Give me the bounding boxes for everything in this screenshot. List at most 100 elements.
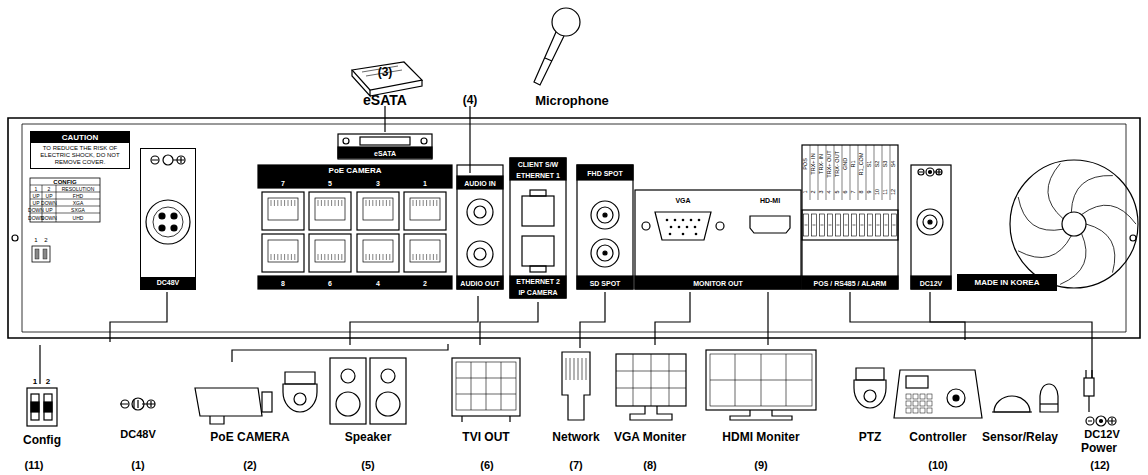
callout-number: (9) [754,460,767,471]
part-label: AUDIO OUT [460,280,499,287]
panel-detail [416,200,417,206]
panel-detail [1071,176,1113,213]
panel-detail [341,200,342,206]
part-label: MONITOR OUT [693,280,743,287]
part-label: eSATA [374,150,396,157]
part-label: S4 [891,161,897,168]
panel-detail [369,200,370,206]
panel-detail [868,214,873,236]
panel-detail [869,225,872,226]
part-label: eSATA [363,93,407,107]
panel-detail [906,394,911,399]
part-label: HD-MI [760,197,780,204]
panel-detail [812,214,817,236]
panel-detail [436,200,437,206]
panel-detail [389,254,390,260]
part-label: 11 [883,189,889,195]
panel-detail [829,225,832,226]
part-label: CLIENT S/W [518,161,558,168]
part-label: PTZ [859,431,882,443]
callout-number: (2) [243,460,256,471]
part-label: 8 [859,190,865,193]
panel-detail [413,254,414,260]
panel-detail [309,234,351,272]
panel-detail [291,200,292,206]
panel-detail [920,408,925,413]
panel-detail [288,200,289,206]
panel-detail [906,408,911,413]
part-label: UHD [73,215,84,220]
panel-detail [413,200,414,206]
part-label: IP CAMERA [518,289,557,296]
panel-detail [1082,205,1137,224]
part-label: Sensor/Relay [982,431,1058,443]
badge: MADE IN KOREA [957,274,1057,291]
panel-detail [433,200,434,206]
part-label: DOWN [28,207,44,212]
panel-detail [861,225,864,226]
part-label: TRX- IN [819,154,825,174]
part-label: POS [803,158,809,170]
panel-detail [335,200,336,206]
panel-detail [369,254,370,260]
panel-detail [389,200,390,206]
part-label: ETHERNET 2 [516,278,560,285]
box-heading: CAUTION [31,132,129,143]
part-label: 6 [328,280,332,287]
panel-detail [893,225,896,226]
panel-detail [386,200,387,206]
part-label: 1 [35,186,38,191]
panel-detail [383,254,384,260]
part-label: 2 [44,237,47,243]
part-label: Network [552,431,599,443]
panel-detail [426,200,427,206]
part-label: R1 [851,160,857,167]
part-label: DC12V [920,280,943,287]
part-label: 2 [46,378,50,386]
panel-detail [328,254,329,260]
part-label: FHD [73,193,83,198]
panel-detail [271,200,272,206]
panel-detail [357,234,399,272]
panel-detail [836,214,841,236]
panel-detail [318,254,319,260]
connector-box: DC48V [140,148,196,290]
panel-detail [376,200,377,206]
panel-detail [927,394,932,399]
part-label: DOWN [41,200,57,205]
panel-detail [913,401,918,406]
part-label: 1 [803,190,809,193]
part-label: PoE CAMERA [210,431,289,443]
callout-number: (12) [1090,460,1110,471]
part-label: AUDIO IN [464,180,496,187]
part-label: UP [46,193,53,198]
panel-detail [274,254,275,260]
panel-detail [419,200,420,206]
panel-detail [321,254,322,260]
panel-detail [321,200,322,206]
part-label: S2 [875,161,881,168]
part-label: HDMI Moniter [722,431,799,443]
part-label: DC12V [1084,429,1119,440]
part-label: UP [33,193,40,198]
part-label: TRX- OUT [835,151,841,177]
panel-detail [1048,164,1063,219]
panel-detail [288,254,289,260]
part-label: GND [843,158,849,170]
part-label: 2 [423,280,427,287]
panel-detail [853,225,856,226]
part-label: UP [46,207,53,212]
panel-detail [426,254,427,260]
panel-detail [423,254,424,260]
part-label: TRX+ IN [811,153,817,174]
part-label: PoE CAMERA [329,167,382,175]
part-label: 4 [827,190,833,193]
callout-number: (8) [643,460,656,471]
panel-detail [860,214,865,236]
part-label: DOWN [41,215,57,220]
panel-detail [383,200,384,206]
panel-detail [404,234,446,272]
part-label: 2 [48,186,51,191]
panel-detail [1060,233,1086,284]
